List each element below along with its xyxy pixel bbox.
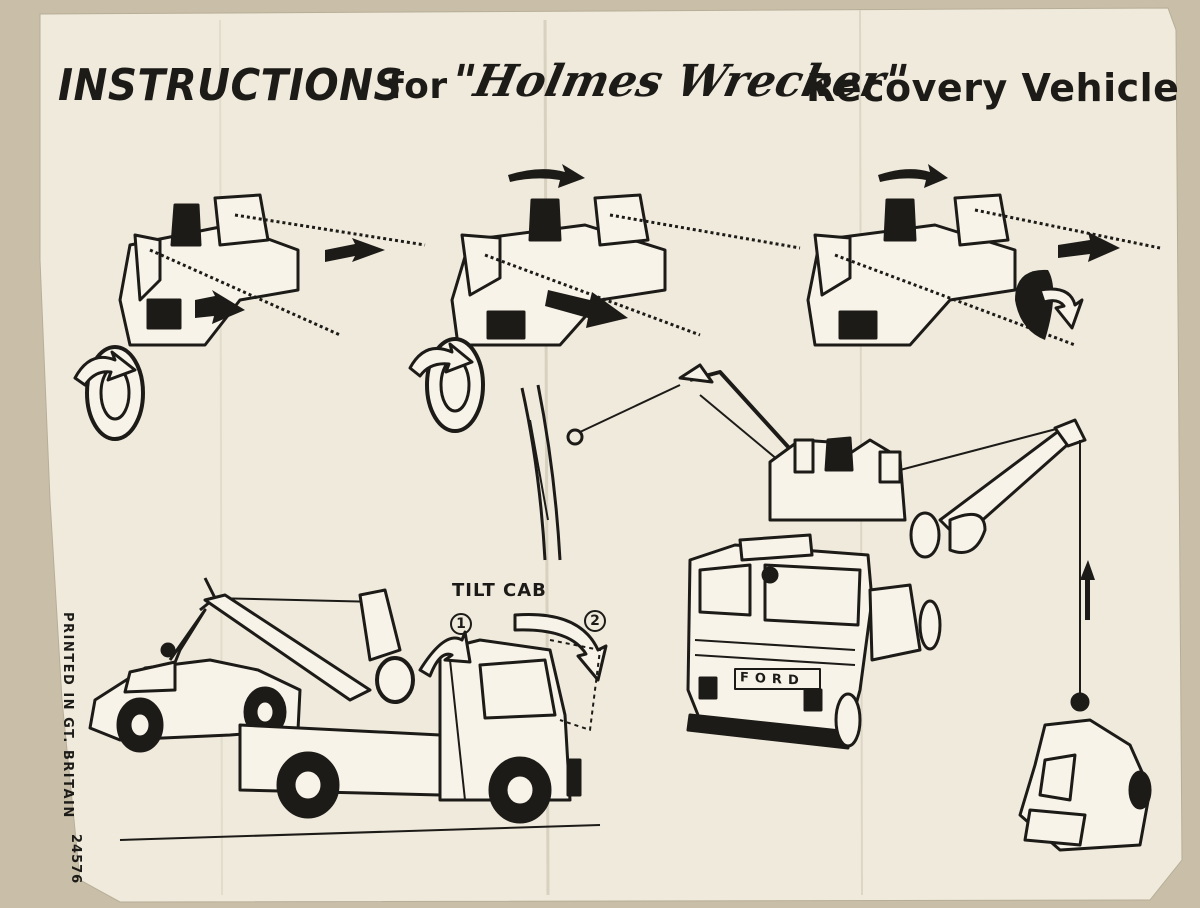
boom-diagram-2	[408, 164, 801, 433]
lifting-scene	[1018, 440, 1152, 852]
title-instructions: INSTRUCTIONS	[58, 60, 404, 111]
title-for: for	[388, 66, 448, 107]
printed-in-label: PRINTED IN GT. BRITAIN	[60, 612, 75, 819]
title-subject: Recovery Vehicle	[806, 66, 1180, 110]
tree-trunk	[520, 384, 681, 561]
paper-sheet	[39, 7, 1183, 903]
tilt-cab-label: TILT CAB	[452, 580, 547, 601]
wrecker-truck-side	[88, 577, 608, 841]
vehicle-badge-plate	[734, 668, 821, 690]
step-one-marker: 1	[450, 613, 472, 635]
fold-line	[219, 19, 223, 896]
step-two-marker: 2	[584, 610, 606, 632]
wrecker-truck-front	[678, 363, 1087, 750]
boom-diagram-3	[806, 164, 1161, 347]
boom-diagram-1	[73, 193, 426, 441]
print-code: 24576	[68, 834, 83, 885]
